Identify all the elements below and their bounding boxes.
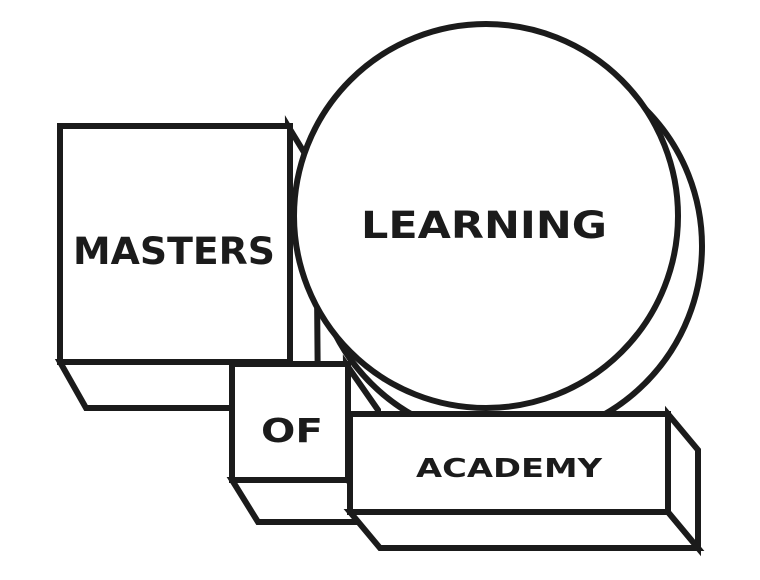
of-word: OF <box>261 411 323 450</box>
masters-word: MASTERS <box>73 230 275 273</box>
academy-box-front-face <box>347 411 671 515</box>
academy-box <box>343 405 705 557</box>
academy-word: ACADEMY <box>416 454 604 484</box>
learning-sphere-front <box>291 21 681 411</box>
academy-box-bottom-face <box>343 509 705 551</box>
learning-word: LEARNING <box>361 204 607 247</box>
masters-box-front-face <box>57 123 293 365</box>
